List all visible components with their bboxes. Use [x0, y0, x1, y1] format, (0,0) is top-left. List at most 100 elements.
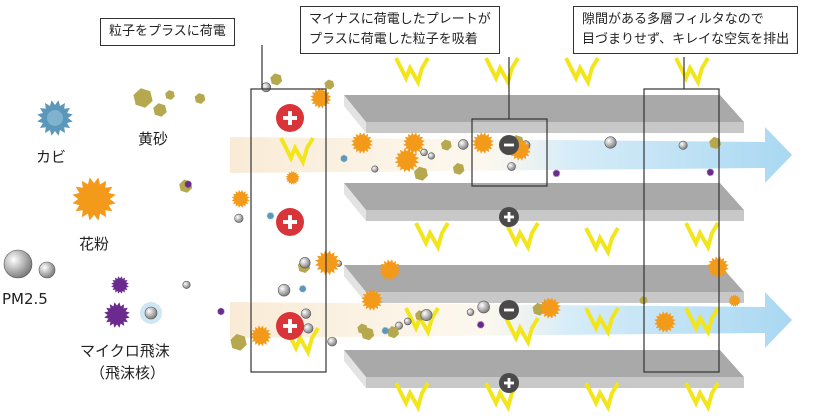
pm25-particle: [371, 165, 379, 173]
pollen-particle: [315, 250, 340, 276]
pollen-particle: [361, 289, 383, 311]
plate-edge: [366, 292, 744, 303]
plate-side: [344, 350, 366, 388]
spark-icon: [684, 306, 720, 338]
label-yellow-sand: 黄砂: [138, 130, 169, 148]
yellow-sand-icon: [153, 103, 167, 117]
label-micro-droplet: マイクロ飛沫: [80, 342, 170, 360]
pm25-particle: [477, 300, 490, 314]
pollen-particle: [539, 297, 561, 319]
spark-icon: [394, 381, 430, 413]
pm25-particle: [420, 309, 433, 322]
droplet-particle: [184, 180, 193, 189]
sand-particle: [452, 163, 465, 175]
spark-icon: [484, 56, 520, 88]
pm25-particle: [234, 213, 244, 223]
callout-adsorb-line1: マイナスに荷電したプレートが: [309, 12, 491, 27]
sand-particle: [230, 334, 247, 351]
pollen-particle: [472, 132, 494, 154]
sand-particle: [387, 326, 399, 339]
sand-particle: [324, 79, 335, 90]
label-pm25: PM2.5: [2, 290, 48, 308]
callout-exhaust: 隙間がある多層フィルタなので 目づまりせず、キレイな空気を排出: [573, 6, 799, 54]
pm25-particle: [678, 140, 688, 150]
pm25-particle: [299, 257, 311, 269]
callout-adsorb-line2: プラスに荷電した粒子を吸着: [309, 32, 478, 47]
pollen-particle: [379, 259, 401, 281]
label-pollen: 花粉: [79, 235, 110, 253]
pm25-particle: [395, 321, 403, 330]
pollen-particle: [231, 189, 250, 208]
yellow-sand-icon: [165, 90, 175, 100]
spark-icon: [584, 306, 620, 338]
pollen-particle: [310, 87, 332, 109]
spark-icon: [684, 381, 720, 413]
label-droplet-nuclei: （飛沫核）: [90, 364, 166, 382]
pollen-particle: [250, 325, 272, 347]
micro-droplet-icon: [111, 276, 129, 294]
callout-exhaust-line2: 目づまりせず、キレイな空気を排出: [582, 32, 790, 47]
plate-edge: [366, 210, 744, 221]
spark-icon: [504, 221, 540, 253]
collector-plate: [344, 95, 744, 122]
spark-icon: [394, 56, 430, 88]
sand-particle: [440, 139, 452, 151]
droplet-particle: [476, 320, 485, 329]
sand-particle: [414, 166, 428, 181]
pm25-particle: [403, 317, 412, 326]
pm25-particle: [427, 152, 435, 160]
droplet-particle: [706, 168, 715, 177]
pollen-particle: [351, 132, 373, 154]
spark-icon: [284, 326, 320, 358]
pollen-particle: [403, 132, 425, 154]
spark-icon: [584, 226, 620, 258]
pm25-particle: [144, 306, 158, 320]
mold-particle: [266, 211, 275, 220]
sand-particle: [361, 327, 375, 341]
pm25-particle: [466, 308, 475, 316]
mold-particle: [381, 326, 390, 335]
pm25-particle: [457, 139, 469, 150]
pm25-particle: [38, 261, 56, 279]
pm25-particle: [507, 162, 516, 171]
plate-side: [344, 95, 366, 133]
collector-plate: [344, 183, 744, 210]
sand-particle: [270, 73, 283, 86]
spark-icon: [504, 316, 540, 348]
spark-icon: [279, 136, 315, 168]
spark-icon: [584, 381, 620, 413]
pollen-particle: [285, 170, 300, 185]
pollen-particle: [707, 256, 729, 278]
pm25-particle: [300, 308, 312, 319]
spark-icon: [684, 221, 720, 253]
pollen-particle: [654, 311, 676, 333]
spark-icon: [414, 221, 450, 253]
plate-side: [344, 183, 366, 221]
spark-icon: [404, 306, 440, 338]
plate-edge: [366, 122, 744, 133]
sand-particle: [709, 136, 722, 149]
collector-plate: [344, 350, 744, 377]
pollen-particle: [394, 148, 419, 173]
spark-icon: [564, 56, 600, 88]
sand-particle: [194, 93, 206, 104]
pm25-particle: [261, 82, 272, 93]
yellow-sand-icon: [133, 88, 153, 108]
label-mold: カビ: [36, 148, 67, 166]
pm25-particle: [604, 136, 617, 149]
pm25-particle: [420, 148, 428, 157]
pm25-particle: [3, 249, 33, 279]
pollen-icon: [72, 177, 116, 221]
pm25-particle: [277, 284, 291, 297]
callout-charge-text: 粒子をプラスに荷電: [109, 24, 226, 39]
droplet-particle: [217, 307, 225, 316]
spark-icon: [674, 56, 710, 88]
callout-charge: 粒子をプラスに荷電: [100, 18, 235, 46]
pm25-particle: [303, 323, 314, 334]
plate-side: [344, 265, 366, 303]
ionizer-zone-frame: [250, 88, 327, 373]
plate-edge: [366, 377, 744, 388]
exhaust-zone-frame: [643, 88, 720, 373]
